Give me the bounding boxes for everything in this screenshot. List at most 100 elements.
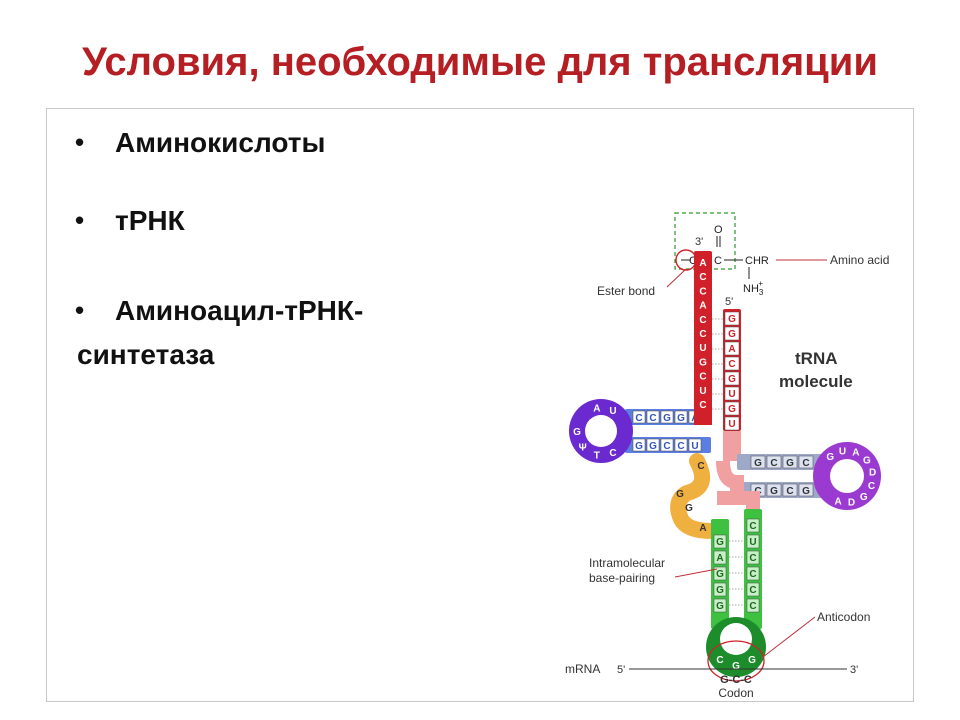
t-loop-base: C [868,481,875,492]
bullet-continuation: синтетаза [77,339,215,370]
acceptor-3-base: C [699,329,706,340]
content-box: • Аминокислоты • тРНК • Аминоацил-тРНК- … [46,108,914,702]
bullet-item-trna: • тРНК [75,205,455,237]
acceptor-3-base: C [699,372,706,383]
anticodon-base: C [716,655,723,666]
acceptor-3-base: C [699,400,706,411]
bullet-item-amino-acids: • Аминокислоты [75,127,455,159]
acceptor-5-base: A [728,344,735,355]
t-loop-base: G [860,492,868,503]
intramolecular-label-1: Intramolecular [589,556,665,570]
trna-molecule-label-1: tRNA [795,349,838,368]
bullet-item-synthetase: • Аминоацил-тРНК- синтетаза [75,295,455,371]
variable-loop-base: G [676,489,684,500]
ac-stem-base: G [716,585,724,596]
acceptor-5-base: G [728,329,736,340]
ester-o-label: O [689,255,698,267]
d-stem-base: G [635,441,643,452]
ttop-base: C [770,458,777,469]
ac-stem-base: C [749,585,756,596]
acceptor-3-base: U [699,386,706,397]
ac-stem-base: A [716,553,723,564]
ttop-base: G [754,458,762,469]
ac-stem-base: C [749,521,756,532]
t-loop-base: G [826,452,834,463]
ac-stem-base: G [716,569,724,580]
acceptor-3-base: C [699,315,706,326]
mrna-label: mRNA [565,662,600,676]
variable-loop-base: G [685,503,693,514]
d-loop-base: T [594,451,600,462]
anticodon-base: G [748,655,756,666]
d-stem-base: C [635,413,642,424]
d-stem-base: C [677,441,684,452]
bullet-text: тРНК [115,205,185,236]
tbot-base: C [786,486,793,497]
d-stem-base: C [663,441,670,452]
t-loop-base: A [852,448,859,459]
d-loop-base: G [573,427,581,438]
t-loop-base: D [869,467,876,478]
five-prime-label: 5' [725,296,733,308]
d-loop-base: Ψ [579,442,587,453]
variable-loop-base: A [699,523,706,534]
mrna-three-prime: 3' [850,664,858,676]
tbot-base: G [802,486,810,497]
ac-stem-base: C [749,601,756,612]
acceptor-5-base: C [728,359,735,370]
nh3-sub: 3 [759,288,764,297]
t-loop-base: U [839,446,846,457]
trna-molecule-label-2: molecule [779,372,853,391]
acceptor-5-base: G [728,404,736,415]
bullet-glyph: • [75,295,85,325]
trna-diagram: O O C CHR NH3+ Amino acid 3' Ester bond … [565,212,889,700]
nh3-label: NH [743,283,759,295]
acceptor-3-base: A [699,258,706,269]
bullet-glyph: • [75,205,85,235]
ester-bond-label: Ester bond [597,284,655,298]
d-loop-base: U [609,406,616,417]
bullet-text: Аминоацил-тРНК- [115,295,364,326]
d-stem-base: U [691,441,698,452]
d-stem-base: C [649,413,656,424]
anticodon-highlight [707,640,765,682]
amino-acid-label: Amino acid [830,253,889,267]
t-loop-base: A [834,496,841,507]
acceptor-3-base: C [699,286,706,297]
codon-label: Codon [718,686,753,700]
d-stem-base: G [649,441,657,452]
acceptor-5-base: G [728,314,736,325]
acceptor-3-base: G [699,357,707,368]
acceptor-5-base: U [728,389,735,400]
acceptor-3-base: U [699,343,706,354]
ac-stem-base: U [749,537,756,548]
intramolecular-label-2: base-pairing [589,571,655,585]
ttop-base: C [802,458,809,469]
bullet-list: • Аминокислоты • тРНК • Аминоацил-тРНК- … [75,127,455,371]
variable-loop-base: C [697,461,704,472]
amino-acid-box [674,212,736,270]
chr-label: CHR [745,255,769,267]
carbon-label: C [714,255,722,267]
mrna-five-prime: 5' [617,664,625,676]
t-stem-top-strand [737,454,827,470]
slide-title: Условия, необходимые для трансляции [82,40,878,84]
tbot-base: G [770,486,778,497]
d-loop-base: C [609,448,616,459]
bullet-glyph: • [75,127,85,157]
d-stem-base: G [663,413,671,424]
nh3-sup: + [758,279,763,288]
acceptor-3-base: C [699,272,706,283]
d-stem-base: G [677,413,685,424]
codon-sequence: G-C-C [720,674,752,686]
anticodon-base: G [732,661,740,672]
t-loop-base: G [863,455,871,466]
ac-stem-base: C [749,553,756,564]
ac-stem-base: C [749,569,756,580]
acceptor-3-base: A [699,301,706,312]
bullet-text: Аминокислоты [115,127,326,158]
acceptor-5-base: U [728,419,735,430]
three-prime-label: 3' [695,236,703,248]
